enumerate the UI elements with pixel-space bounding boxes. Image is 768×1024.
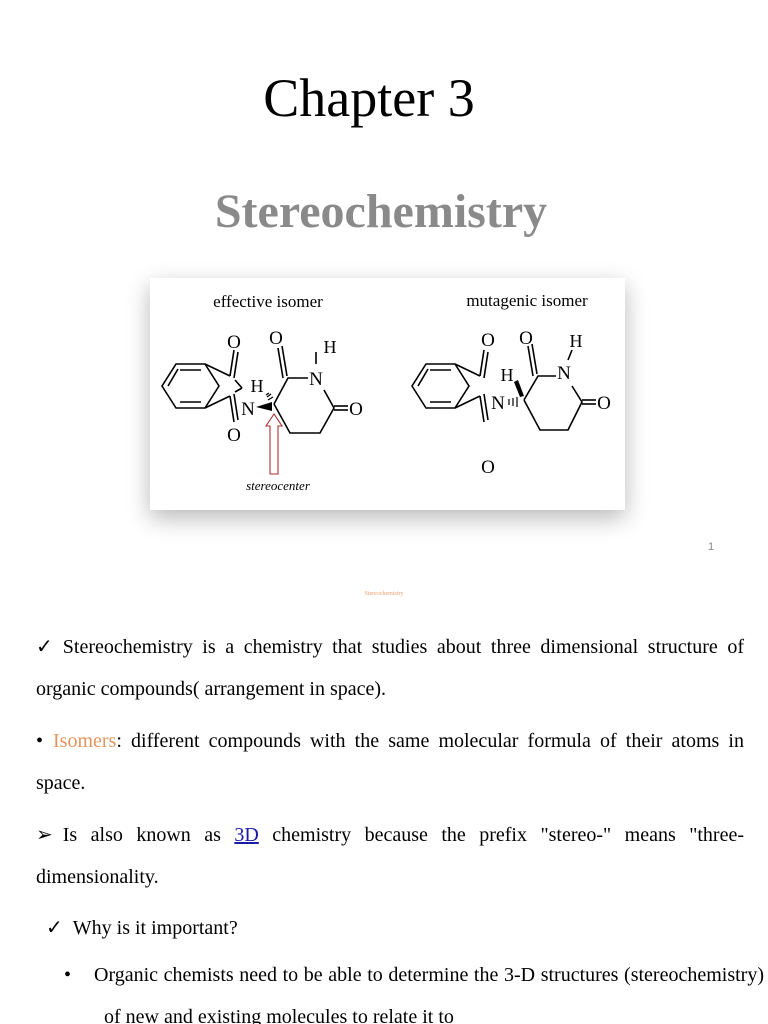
paragraph-definition: ✓Stereochemistry is a chemistry that stu…	[36, 626, 744, 710]
atom-o-label: O	[481, 330, 495, 351]
3d-text-before: Is also known as	[62, 824, 235, 846]
bullet-icon: •	[36, 730, 44, 752]
chapter-title: Chapter 3	[263, 68, 475, 128]
paragraph-isomers: • Isomers: different compounds with the s…	[36, 720, 744, 804]
atom-h-label: H	[570, 331, 583, 351]
effective-isomer-structure: O O N H O N H	[161, 328, 363, 493]
mutagenic-isomer-structure: O O N H O N H	[411, 328, 611, 478]
checkmark-icon: ✓	[46, 917, 63, 939]
paragraph-3d: ➢ Is also known as 3D chemistry because t…	[36, 814, 744, 898]
isomer-structures-diagram: effective isomer mutagenic isomer O O	[161, 291, 611, 493]
atom-n-label: N	[557, 363, 571, 384]
atom-o-label: O	[349, 399, 363, 420]
slide-subtitle: Stereochemistry	[214, 185, 548, 238]
atom-o-label: O	[481, 457, 495, 478]
slide-footer: Stereochemistry	[364, 591, 404, 597]
importance-question: Why is it important?	[72, 917, 238, 939]
isomers-term: Isomers	[53, 730, 117, 752]
isomers-text: : different compounds with the same mole…	[36, 730, 744, 794]
atom-o-label: O	[269, 328, 283, 349]
effective-isomer-label: effective isomer	[213, 292, 323, 311]
atom-n-label: N	[241, 399, 255, 420]
atom-o-label: O	[227, 425, 241, 446]
arrow-bullet-icon: ➢	[36, 824, 53, 846]
atom-h-label: H	[324, 337, 337, 357]
checkmark-icon: ✓	[36, 636, 53, 658]
3d-text-after: chemistry because the prefix "stereo-" m…	[36, 824, 744, 888]
mutagenic-isomer-label: mutagenic isomer	[466, 291, 588, 310]
slide-number: 1	[708, 541, 715, 553]
atom-o-label: O	[519, 328, 533, 349]
stereocenter-label: stereocenter	[246, 478, 311, 493]
isomer-figure: effective isomer mutagenic isomer O O	[150, 278, 625, 510]
atom-n-label: N	[491, 393, 505, 414]
atom-o-label: O	[597, 393, 611, 414]
3d-link[interactable]: 3D	[234, 824, 259, 846]
atom-o-label: O	[227, 332, 241, 353]
paragraph-organic-chemists: •Organic chemists need to be able to det…	[64, 954, 764, 1024]
organic-chemists-text: Organic chemists need to be able to dete…	[94, 964, 764, 1024]
atom-n-label: N	[309, 369, 323, 390]
atom-h-label: H	[501, 365, 514, 385]
atom-h-label: H	[251, 376, 264, 396]
definition-text: Stereochemistry is a chemistry that stud…	[36, 636, 744, 700]
paragraph-importance: ✓ Why is it important?	[46, 907, 744, 949]
